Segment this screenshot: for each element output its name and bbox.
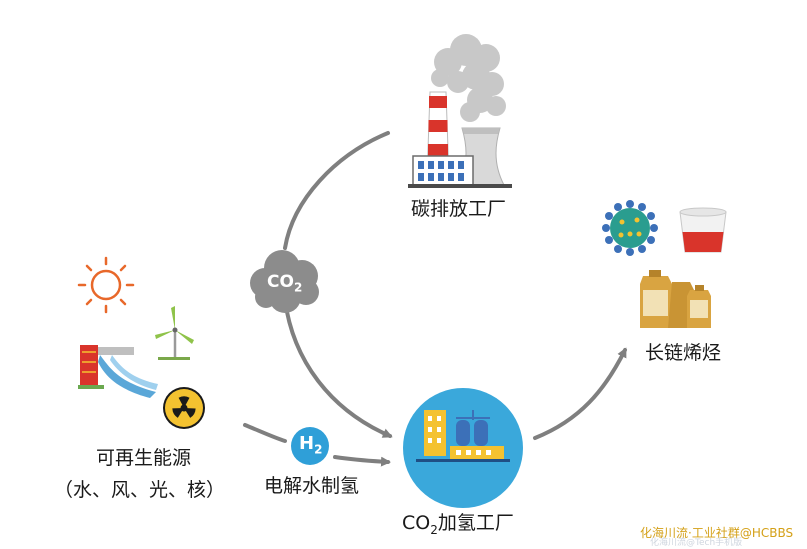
hydropower-dam-icon [78,345,158,398]
h2-badge-icon [291,427,329,465]
lubricant-bottles-icon [640,270,711,328]
arrow-plant-to-co2 [283,131,390,250]
electrolysis-label: 电解水制氢 [264,475,360,497]
watermark-text: 化海川流·工业社群@HCBBS [640,526,794,540]
co2-plant-label: CO2加氢工厂 [402,512,514,537]
plastic-bucket-icon [679,207,727,253]
carbon-plant-label: 碳排放工厂 [411,198,507,220]
h2-badge-text: H2 [299,433,323,457]
arrow-hydrogenation-to-olefins [533,347,627,440]
olefins-label: 长链烯烃 [645,342,722,364]
radiation-icon [163,387,205,429]
arrow-h2-to-hydrogenation [333,455,391,467]
hydrogenation-plant-icon [403,388,523,508]
co2-cloud-icon [250,250,319,313]
arrow-co2-to-hydrogenation [283,298,393,438]
co2-cloud-text: CO2 [267,272,303,295]
factory-smokestack-icon [408,34,512,188]
catalyst-molecule-icon [602,200,658,256]
renewable-label: 可再生能源 [96,447,192,469]
sun-icon [77,256,135,314]
wind-turbine-icon [155,306,194,360]
flow-arrows [243,131,627,467]
watermark-subtext: 化海川流@Tech手机版 [650,538,743,548]
arrow-renewable-to-h2 [243,423,287,443]
renewable-sublabel: （水、风、光、核） [54,479,226,501]
